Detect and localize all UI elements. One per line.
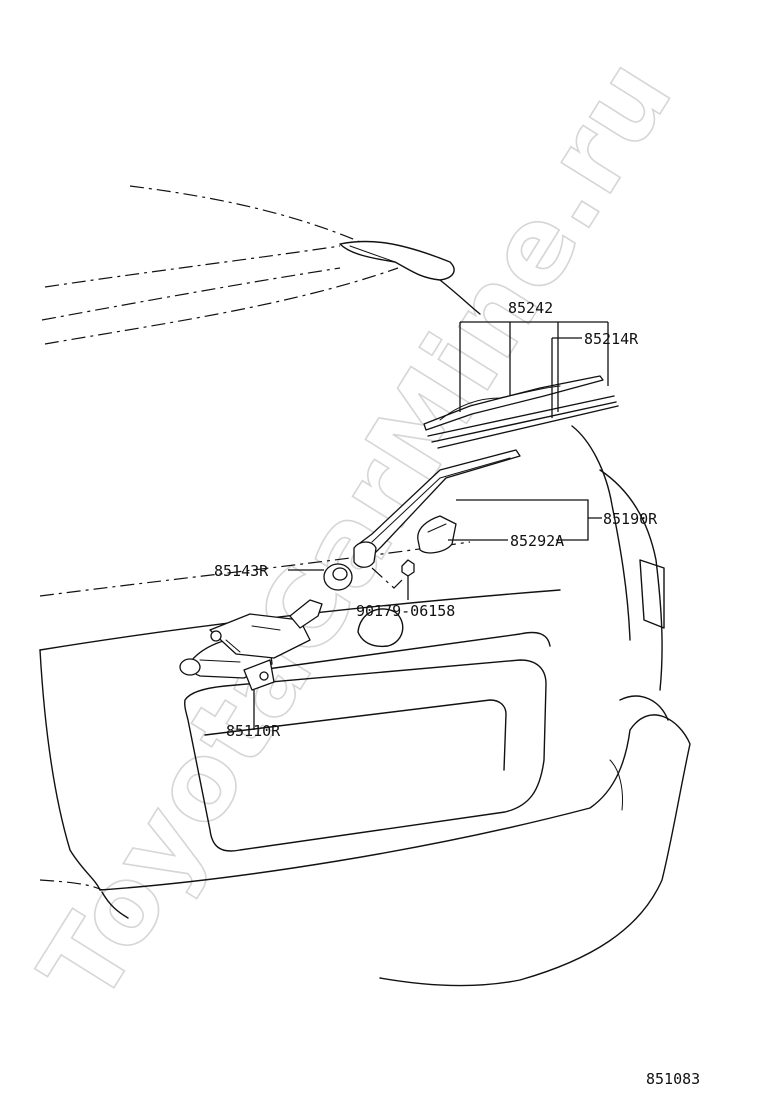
roof-side-line-lower — [41, 267, 341, 321]
motor-shaft — [289, 599, 323, 629]
blade-frame-ridge — [439, 385, 561, 421]
rear-bumper — [99, 714, 691, 987]
body-left-lower-line — [39, 879, 103, 891]
arm-cover — [417, 515, 457, 554]
garnish-top — [259, 631, 551, 671]
bumper-side — [619, 695, 669, 721]
wiper-arm-channel — [371, 457, 511, 543]
nut — [401, 559, 415, 577]
callout-leaders — [253, 321, 609, 730]
blade-rubber-strip-3 — [437, 405, 619, 449]
license-plate-inner — [204, 699, 507, 771]
diagram-number: 851083 — [646, 1070, 700, 1088]
roof-line — [129, 185, 361, 243]
blade-rubber-strip-2 — [431, 401, 617, 443]
bumper-corner — [609, 759, 623, 811]
label-85292a: 85292A — [510, 532, 564, 550]
bumper-lower-edge — [101, 891, 129, 919]
label-85110r: 85110R — [226, 722, 281, 740]
hatch-handle — [357, 608, 404, 648]
label-85214r: 85214R — [584, 330, 639, 348]
motor-bracket — [243, 659, 275, 691]
license-plate-recess — [184, 659, 547, 852]
hatch-right-edge — [571, 425, 631, 641]
motor-bolt-1 — [210, 630, 222, 642]
callout-labels: 85242 85214R 85190R 85292A 85143R 90179-… — [214, 299, 658, 740]
leader-85214r — [551, 337, 582, 418]
spoiler-edge — [349, 245, 396, 263]
motor-detail-lines — [199, 625, 281, 663]
hatch-crease-line — [39, 541, 471, 597]
wiper-arm — [353, 449, 521, 568]
wiper-arm-pivot-head — [353, 541, 377, 568]
rear-spoiler — [339, 240, 455, 281]
label-85143r: 85143R — [214, 562, 269, 580]
label-85242: 85242 — [508, 299, 553, 317]
label-85190r: 85190R — [603, 510, 658, 528]
hatch-glass-edge — [439, 279, 481, 315]
wiper-motor — [179, 599, 323, 691]
pivot-cap-inner — [332, 567, 348, 581]
motor-end-cap — [179, 658, 201, 676]
arm-cover-part — [417, 515, 457, 554]
watermark-text: ToyotaCarMine.ru — [17, 37, 697, 1023]
leader-85242 — [459, 321, 609, 412]
roof-side-line-upper — [44, 245, 341, 288]
motor-gear-housing — [209, 613, 311, 659]
label-90179-06158: 90179-06158 — [356, 602, 455, 620]
leader-85190r — [456, 499, 602, 541]
tail-lamp — [639, 559, 665, 629]
watermark: ToyotaCarMine.ru — [16, 36, 697, 1024]
blade-rubber-strip-1 — [427, 395, 615, 437]
assembly-guide-line — [371, 567, 405, 589]
hatch-top-line — [44, 267, 399, 345]
pivot-cap — [323, 563, 353, 591]
motor-bolt-2 — [259, 671, 269, 681]
quarter-panel-curve — [599, 469, 663, 691]
body-left-edge — [39, 649, 101, 891]
nut-part — [401, 559, 415, 577]
arm-cover-slot — [427, 523, 447, 533]
vehicle-body-outline — [39, 185, 691, 987]
